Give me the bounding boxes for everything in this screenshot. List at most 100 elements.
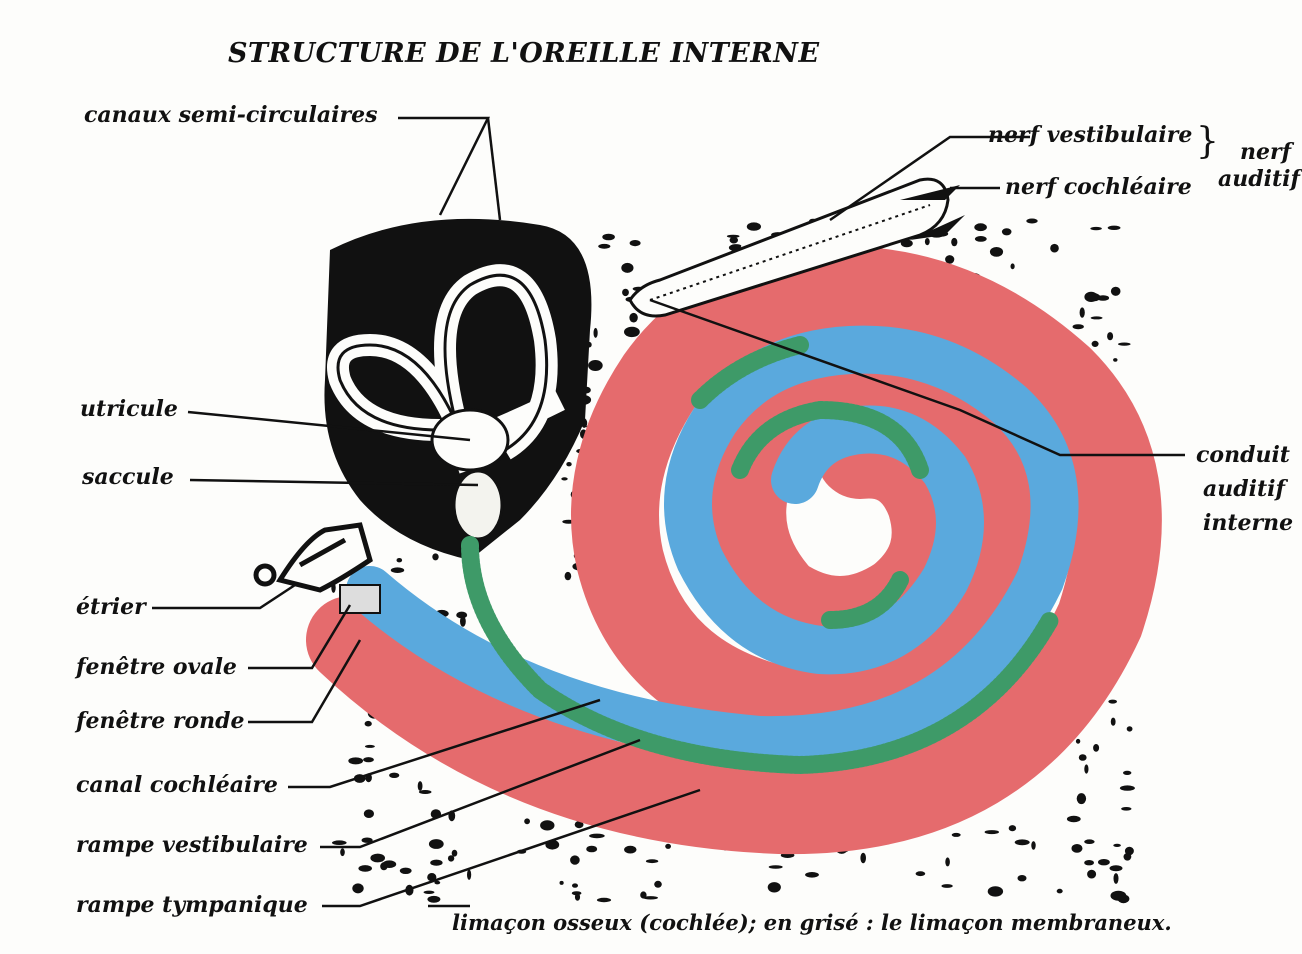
bone-speck: [1009, 825, 1016, 831]
bone-speck: [1124, 853, 1132, 861]
bone-speck: [805, 872, 819, 878]
bone-speck: [860, 853, 866, 864]
bone-speck: [561, 477, 567, 480]
bone-speck: [1121, 807, 1131, 811]
bone-speck: [1127, 726, 1133, 731]
bone-speck: [1077, 793, 1086, 804]
bone-speck: [1084, 839, 1094, 844]
bone-speck: [629, 313, 637, 323]
bone-speck: [1108, 226, 1121, 230]
bone-speck: [432, 553, 438, 560]
bone-speck: [1002, 228, 1012, 235]
bone-speck: [1084, 860, 1094, 865]
bone-speck: [364, 809, 374, 818]
label-fenetre-ronde: fenêtre ronde: [76, 710, 245, 732]
label-saccule: saccule: [82, 466, 174, 488]
bone-speck: [624, 846, 636, 854]
bone-speck: [1079, 754, 1087, 761]
bone-speck: [952, 833, 961, 837]
bone-speck: [945, 857, 950, 866]
bone-speck: [1057, 889, 1063, 894]
bone-speck: [665, 844, 671, 849]
bone-speck: [602, 234, 615, 241]
label-conduit-3: interne: [1203, 512, 1293, 534]
bone-speck: [363, 757, 374, 762]
bone-speck: [1113, 358, 1117, 362]
label-nerf-auditif-2: auditif: [1218, 168, 1300, 190]
bone-speck: [397, 558, 403, 562]
bone-speck: [467, 870, 471, 880]
bone-speck: [730, 237, 738, 244]
bone-speck: [768, 882, 781, 892]
bone-speck: [358, 865, 372, 872]
bone-speck: [988, 886, 1003, 896]
bone-speck: [560, 881, 564, 885]
bone-speck: [460, 616, 466, 627]
bone-speck: [945, 255, 954, 264]
bone-speck: [1026, 219, 1037, 224]
bone-speck: [570, 855, 580, 864]
bone-speck: [340, 848, 345, 856]
bone-speck: [916, 871, 926, 876]
bone-speck: [365, 745, 375, 748]
bone-speck: [348, 757, 363, 764]
bone-speck: [1118, 343, 1131, 346]
label-utricule: utricule: [80, 398, 178, 420]
bone-speck: [975, 236, 987, 242]
bone-speck: [370, 854, 385, 863]
nerf-bracket: }: [1196, 124, 1219, 160]
label-conduit-2: auditif: [1203, 478, 1285, 500]
bone-speck: [731, 244, 742, 248]
bone-speck: [382, 860, 396, 868]
bone-speck: [389, 773, 399, 778]
bone-speck: [1080, 307, 1085, 317]
label-nerf-cochleaire: nerf cochléaire: [1005, 176, 1192, 198]
bone-speck: [1107, 332, 1113, 340]
bone-speck: [630, 240, 641, 246]
bone-speck: [1050, 244, 1059, 253]
bone-speck: [430, 860, 442, 866]
label-fenetre-ovale: fenêtre ovale: [76, 656, 237, 678]
bone-speck: [1120, 785, 1135, 790]
saccule-shape: [454, 471, 502, 539]
bone-speck: [391, 567, 404, 573]
bone-speck: [1067, 816, 1081, 822]
bone-speck: [572, 883, 578, 887]
bone-speck: [925, 238, 930, 245]
label-nerf-auditif-1: nerf: [1240, 141, 1291, 163]
bone-speck: [1073, 324, 1084, 329]
bone-speck: [352, 883, 363, 893]
bone-speck: [589, 834, 605, 839]
bone-speck: [624, 327, 640, 337]
bone-speck: [646, 859, 658, 863]
bone-speck: [1084, 292, 1097, 302]
bone-speck: [424, 891, 435, 894]
bone-speck: [621, 263, 633, 273]
bone-speck: [427, 896, 440, 903]
bone-speck: [1015, 839, 1030, 845]
bone-speck: [452, 850, 458, 857]
bone-speck: [598, 244, 610, 249]
fenetre-ovale-shape: [340, 585, 380, 613]
bone-speck: [1011, 263, 1015, 269]
bone-speck: [985, 830, 999, 834]
label-nerf-vestibulaire: nerf vestibulaire: [988, 124, 1192, 146]
bone-speck: [1087, 870, 1096, 879]
bone-speck: [365, 721, 372, 727]
bone-speck: [1090, 227, 1102, 230]
bone-speck: [1123, 771, 1131, 775]
bone-speck: [524, 818, 530, 824]
caption: limaçon osseux (cochlée); en grisé : le …: [452, 912, 1172, 933]
bone-speck: [1031, 841, 1035, 850]
bone-speck: [332, 840, 347, 845]
bone-speck: [418, 781, 423, 791]
bone-speck: [974, 223, 987, 231]
bone-speck: [1098, 859, 1110, 865]
bone-speck: [1084, 764, 1088, 773]
bone-speck: [1110, 865, 1123, 871]
bone-speck: [540, 820, 554, 830]
bone-speck: [1114, 873, 1119, 884]
bone-speck: [1092, 341, 1099, 347]
bone-speck: [1072, 844, 1083, 853]
bone-speck: [566, 462, 571, 466]
